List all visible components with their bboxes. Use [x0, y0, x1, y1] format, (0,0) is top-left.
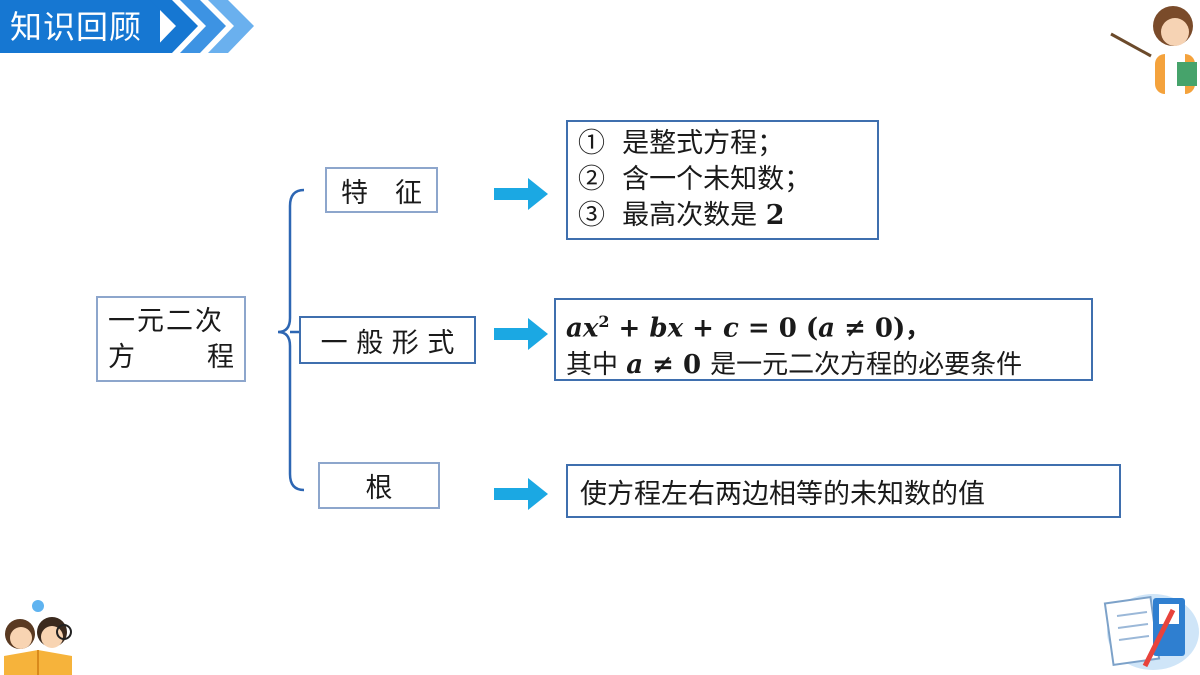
- general-form-detail-box: ax2 + bx + c = 0 (a ≠ 0)， 其中 a ≠ 0 是一元二次…: [554, 298, 1093, 381]
- root-detail-text: 使方程左右两边相等的未知数的值: [580, 478, 985, 510]
- arrow-right-icon: [494, 478, 548, 510]
- page-title: 知识回顾: [10, 8, 143, 46]
- root-node-box: 一元二次 方 程: [96, 296, 246, 382]
- root-node-label-line2: 方 程: [108, 342, 234, 373]
- root-detail-box: 使方程左右两边相等的未知数的值: [566, 464, 1121, 518]
- arrow-right-icon: [494, 318, 548, 350]
- feature-item: ① 是整式方程；: [578, 128, 785, 159]
- branch-general-form-box: 一 般 形 式: [299, 316, 476, 364]
- feature-item: ② 含一个未知数；: [578, 164, 812, 195]
- feature-item: ③ 最高次数是 2: [578, 200, 785, 231]
- branch-general-form-label: 一 般 形 式: [320, 327, 455, 359]
- teacher-illustration-icon: [1110, 6, 1197, 94]
- root-node-label: 一元二次: [108, 306, 224, 337]
- header-bar: [0, 0, 160, 53]
- branch-features-box: 特 征: [325, 167, 438, 213]
- kids-reading-icon: [4, 600, 72, 675]
- branch-root-label: 根: [365, 473, 393, 504]
- features-detail-box: ① 是整式方程； ② 含一个未知数； ③ 最高次数是 2: [566, 120, 879, 240]
- general-form-condition: 其中 a ≠ 0 是一元二次方程的必要条件: [566, 349, 1023, 380]
- arrow-right-icon: [494, 178, 548, 210]
- notebook-pencil-icon: [1103, 594, 1199, 670]
- branch-root-box: 根: [318, 462, 440, 509]
- general-form-equation: ax2 + bx + c = 0 (a ≠ 0)，: [566, 312, 932, 344]
- branch-features-label: 特 征: [341, 177, 422, 209]
- chevron-icon: [150, 0, 254, 53]
